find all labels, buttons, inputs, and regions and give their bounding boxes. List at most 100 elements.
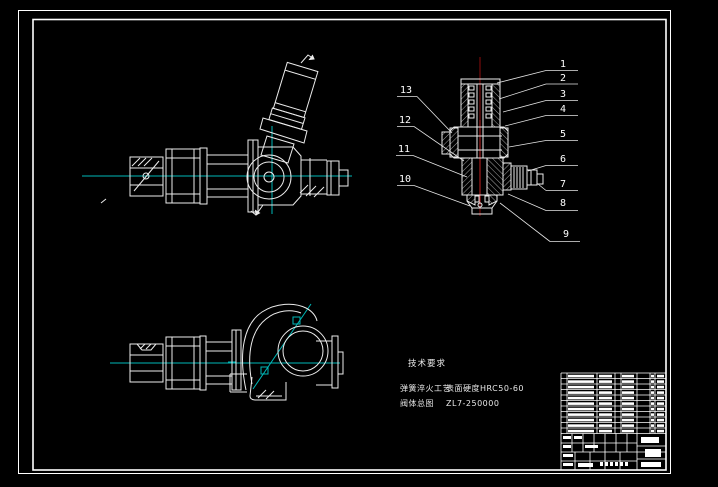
text-smudge <box>651 385 654 389</box>
text-smudge <box>610 462 613 466</box>
text-smudge <box>599 391 612 394</box>
callout-label-1: 1 <box>559 59 567 70</box>
text-smudge <box>641 462 661 467</box>
tech-req-item1-label: 弹簧淬火工艺 <box>400 384 451 393</box>
text-smudge <box>599 380 612 383</box>
callout-label-8: 8 <box>559 198 567 209</box>
text-smudge <box>622 429 634 433</box>
text-smudge <box>568 380 594 383</box>
text-smudge <box>625 462 628 466</box>
side-view-centerlines <box>82 126 352 214</box>
text-smudge <box>657 429 664 433</box>
text-smudge <box>599 424 612 427</box>
text-smudge <box>657 385 664 389</box>
title-block <box>560 372 666 471</box>
text-smudge <box>651 374 654 378</box>
text-smudge <box>615 462 618 466</box>
text-smudge <box>657 424 664 427</box>
callout-label-13: 13 <box>399 85 413 96</box>
tech-req-item1-value: 表面硬度HRC50-60 <box>446 384 525 393</box>
callout-leaders <box>396 70 580 242</box>
text-smudge <box>657 380 664 383</box>
text-smudge <box>622 407 634 411</box>
sheet-frame <box>18 10 671 474</box>
text-smudge <box>620 462 623 466</box>
section-arrow-top <box>300 54 315 64</box>
text-smudge <box>574 436 582 439</box>
text-smudge <box>657 407 664 411</box>
text-smudge <box>622 380 634 383</box>
text-smudge <box>622 385 634 389</box>
text-smudge <box>568 402 594 405</box>
text-smudge <box>600 462 603 466</box>
text-smudge <box>563 463 573 466</box>
callout-label-5: 5 <box>559 129 567 140</box>
text-smudge <box>605 462 608 466</box>
text-smudge <box>568 385 594 389</box>
text-smudge <box>585 445 598 448</box>
text-smudge <box>568 424 594 427</box>
callout-label-2: 2 <box>559 73 567 84</box>
tech-req-item2-value: ZL7-250000 <box>446 399 500 408</box>
tech-req-item2-label: 阀体总图 <box>400 399 434 408</box>
callout-label-9: 9 <box>562 229 570 240</box>
text-smudge <box>657 396 664 400</box>
text-smudge <box>651 380 654 383</box>
text-smudge <box>563 436 571 439</box>
side-view <box>82 54 352 216</box>
callout-label-3: 3 <box>559 89 567 100</box>
callout-label-7: 7 <box>559 179 567 190</box>
text-smudge <box>568 407 594 411</box>
text-smudge <box>645 449 661 457</box>
text-smudge <box>622 402 634 405</box>
text-smudge <box>622 424 634 427</box>
bottom-view <box>110 303 344 401</box>
text-smudge <box>568 418 594 422</box>
callout-label-12: 12 <box>398 115 412 126</box>
text-smudge <box>599 407 612 411</box>
text-smudge <box>568 396 594 400</box>
text-smudge <box>657 418 664 422</box>
text-smudge <box>622 418 634 422</box>
section-view <box>396 57 580 242</box>
callout-label-6: 6 <box>559 154 567 165</box>
text-smudge <box>563 445 571 448</box>
text-smudge <box>599 429 612 433</box>
text-smudge <box>641 437 659 443</box>
text-smudge <box>651 402 654 405</box>
text-smudge <box>563 454 573 457</box>
text-smudge <box>578 463 593 467</box>
text-smudge <box>599 418 612 422</box>
text-smudge <box>651 413 654 416</box>
section-arrow-bottom <box>250 204 264 216</box>
text-smudge <box>622 413 634 416</box>
text-smudge <box>651 424 654 427</box>
text-smudge <box>651 396 654 400</box>
text-smudge <box>599 374 612 378</box>
text-smudge <box>657 391 664 394</box>
text-smudge <box>651 391 654 394</box>
text-smudge <box>568 374 594 378</box>
callout-label-10: 10 <box>398 174 412 185</box>
text-smudge <box>657 374 664 378</box>
text-smudge <box>651 407 654 411</box>
spring-coils <box>468 85 492 119</box>
text-smudge <box>568 413 594 416</box>
callout-label-4: 4 <box>559 104 567 115</box>
text-smudge <box>651 418 654 422</box>
text-smudge <box>599 402 612 405</box>
text-smudge <box>599 385 612 389</box>
text-smudge <box>657 413 664 416</box>
text-smudge <box>599 396 612 400</box>
text-smudge <box>599 413 612 416</box>
tech-req-title: 技术要求 <box>408 359 447 369</box>
text-smudge <box>568 429 594 433</box>
text-smudge <box>622 396 634 400</box>
text-smudge <box>622 391 634 394</box>
text-smudge <box>657 402 664 405</box>
text-smudge <box>622 374 634 378</box>
text-smudge <box>568 391 594 394</box>
text-smudge <box>651 429 654 433</box>
